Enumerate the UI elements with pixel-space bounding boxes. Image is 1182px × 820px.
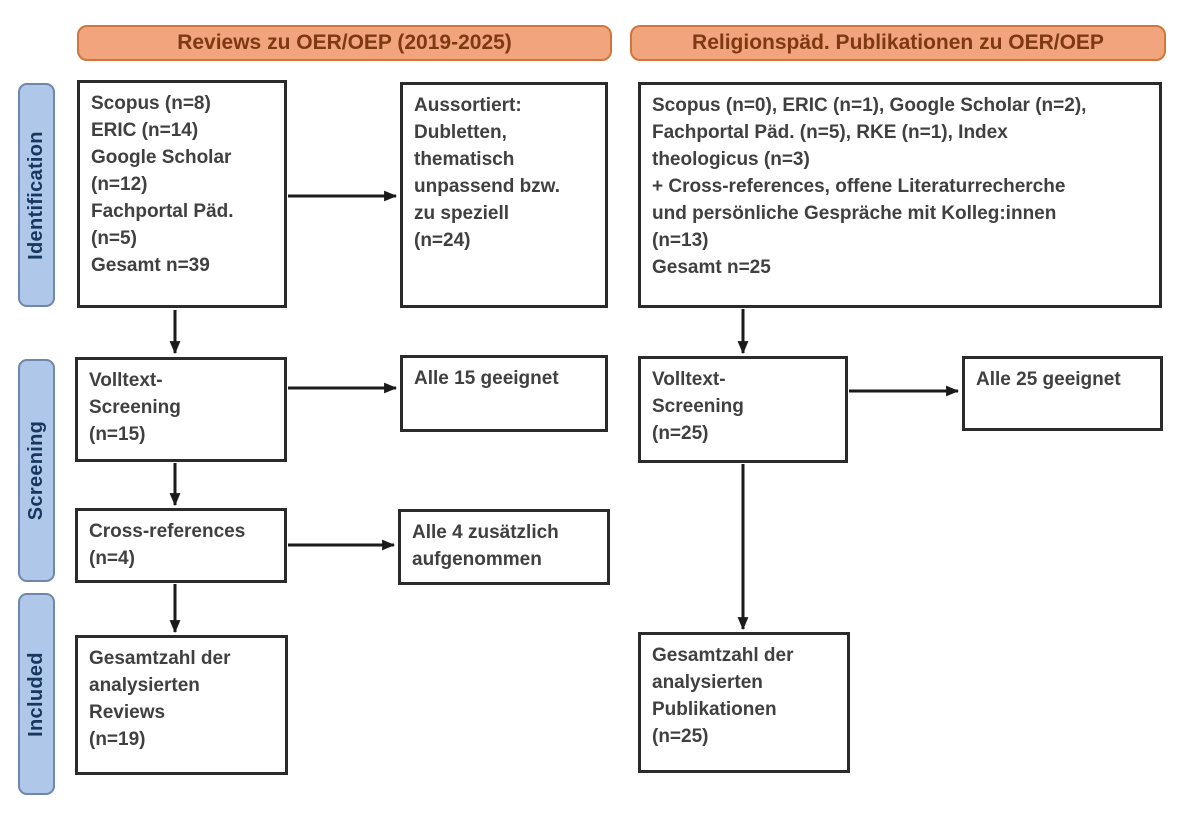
column-header-reviews: Reviews zu OER/OEP (2019-2025) bbox=[77, 25, 612, 61]
box-right-included-total: Gesamtzahl der analysierten Publikatione… bbox=[638, 632, 850, 773]
column-header-religionspaed: Religionspäd. Publikationen zu OER/OEP bbox=[630, 25, 1166, 61]
box-left-identification-excluded-text: Aussortiert: Dubletten, thematisch unpas… bbox=[414, 95, 561, 251]
box-left-screening-crossreferences-text: Cross-references (n=4) bbox=[89, 521, 246, 569]
stage-label-included: Included bbox=[18, 593, 55, 795]
box-right-screening-fulltext-text: Volltext- Screening (n=25) bbox=[652, 369, 744, 444]
stage-label-included-text: Included bbox=[25, 651, 48, 737]
box-left-included-total: Gesamtzahl der analysierten Reviews (n=1… bbox=[75, 635, 288, 775]
stage-label-identification-text: Identification bbox=[25, 130, 47, 260]
box-right-identification-sources: Scopus (n=0), ERIC (n=1), Google Scholar… bbox=[638, 82, 1162, 308]
box-left-screening-added-text: Alle 4 zusätzlich aufgenommen bbox=[412, 522, 559, 570]
box-right-screening-eligible-text: Alle 25 geeignet bbox=[976, 369, 1121, 390]
box-left-screening-eligible: Alle 15 geeignet bbox=[400, 355, 608, 432]
box-left-included-total-text: Gesamtzahl der analysierten Reviews (n=1… bbox=[89, 648, 231, 750]
stage-label-screening: Screening bbox=[18, 359, 55, 582]
box-right-identification-sources-text: Scopus (n=0), ERIC (n=1), Google Scholar… bbox=[652, 95, 1087, 278]
box-right-screening-eligible: Alle 25 geeignet bbox=[962, 356, 1163, 431]
box-left-identification-excluded: Aussortiert: Dubletten, thematisch unpas… bbox=[400, 82, 608, 308]
box-right-included-total-text: Gesamtzahl der analysierten Publikatione… bbox=[652, 645, 794, 747]
box-left-screening-eligible-text: Alle 15 geeignet bbox=[414, 368, 559, 389]
box-left-screening-crossreferences: Cross-references (n=4) bbox=[75, 508, 287, 583]
box-right-screening-fulltext: Volltext- Screening (n=25) bbox=[638, 356, 848, 463]
column-header-religionspaed-label: Religionspäd. Publikationen zu OER/OEP bbox=[692, 31, 1104, 54]
box-left-identification-sources: Scopus (n=8) ERIC (n=14) Google Scholar … bbox=[77, 80, 287, 308]
column-header-reviews-label: Reviews zu OER/OEP (2019-2025) bbox=[177, 31, 512, 54]
box-left-identification-sources-text: Scopus (n=8) ERIC (n=14) Google Scholar … bbox=[91, 93, 234, 276]
stage-label-screening-text: Screening bbox=[25, 420, 47, 521]
box-left-screening-fulltext-text: Volltext- Screening (n=15) bbox=[89, 370, 181, 445]
stage-label-identification: Identification bbox=[18, 83, 55, 307]
box-left-screening-added: Alle 4 zusätzlich aufgenommen bbox=[398, 509, 610, 585]
box-left-screening-fulltext: Volltext- Screening (n=15) bbox=[75, 357, 287, 462]
